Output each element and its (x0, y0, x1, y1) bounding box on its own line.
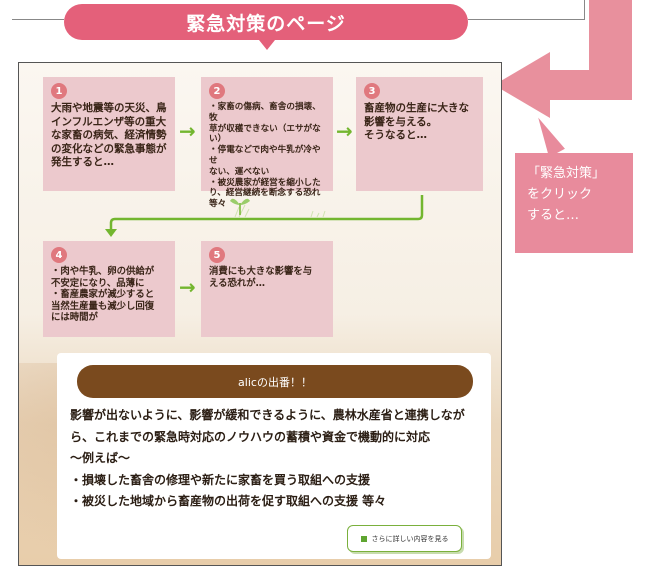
sprout-icon (230, 198, 250, 215)
alic-body-text: 影響が出ないように、影響が緩和できるように、農林水産省と連携しなが ら、これまで… (70, 408, 465, 508)
callout-line: すると… (527, 208, 580, 223)
more-details-button[interactable]: さらに詳しい内容を見る (347, 525, 462, 552)
step-card-1: 1 大雨や地震等の天災、鳥 インフルエンザ等の重大 な家畜の病気、経済情勢 の変… (43, 77, 175, 191)
step-text: 消費にも大きな影響を与 える恐れが… (209, 266, 313, 289)
click-callout: 「緊急対策」 をクリック すると… (515, 153, 633, 253)
step-text: ・肉や牛乳、卵の供給が 不安定になり、品薄に ・畜産農家が減少すると 当然生産量… (51, 266, 155, 323)
right-arrow-icon: → (179, 275, 196, 299)
flow-connector-icon (105, 195, 424, 237)
right-arrow-icon: → (179, 119, 196, 143)
callout-pointer (530, 113, 565, 158)
frame-line (584, 0, 585, 20)
bullet-square-icon (360, 535, 367, 542)
step-text: ・家畜の傷病、畜舎の損壊、牧 草が収穫できない（エサがない） ・停電などで肉や牛… (209, 102, 321, 210)
page-title: 緊急対策のページ (64, 4, 468, 40)
step-card-5: 5 消費にも大きな影響を与 える恐れが… (201, 241, 333, 337)
step-number: 1 (51, 83, 67, 99)
step-card-3: 3 畜産物の生産に大きな 影響を与える。 そうなると… (356, 77, 483, 191)
pointer-arrow-head-icon (494, 52, 550, 118)
frame-line (12, 19, 64, 20)
right-arrow-icon: → (336, 119, 353, 143)
step-card-4: 4 ・肉や牛乳、卵の供給が 不安定になり、品薄に ・畜産農家が減少すると 当然生… (43, 241, 175, 337)
callout-line: をクリック (527, 187, 593, 202)
step-text: 大雨や地震等の天災、鳥 インフルエンザ等の重大 な家畜の病気、経済情勢 の変化な… (51, 102, 167, 168)
step-number: 2 (209, 83, 225, 99)
alic-title: alicの出番！！ (77, 365, 473, 398)
alic-section: alicの出番！！ 影響が出ないように、影響が緩和できるように、農林水産省と連携… (57, 353, 491, 559)
step-text: 畜産物の生産に大きな 影響を与える。 そうなると… (364, 102, 469, 141)
step-card-2: 2 ・家畜の傷病、畜舎の損壊、牧 草が収穫できない（エサがない） ・停電などで肉… (201, 77, 333, 209)
frame-line (468, 19, 584, 20)
step-number: 5 (209, 247, 225, 263)
pointer-arrow-icon (548, 70, 632, 100)
step-number: 4 (51, 247, 67, 263)
emergency-panel: 1 大雨や地震等の天災、鳥 インフルエンザ等の重大 な家畜の病気、経済情勢 の変… (18, 62, 502, 566)
step-number: 3 (364, 83, 380, 99)
more-details-label: さらに詳しい内容を見る (371, 534, 449, 543)
header-pointer (259, 40, 275, 50)
callout-line: 「緊急対策」 (527, 166, 606, 181)
